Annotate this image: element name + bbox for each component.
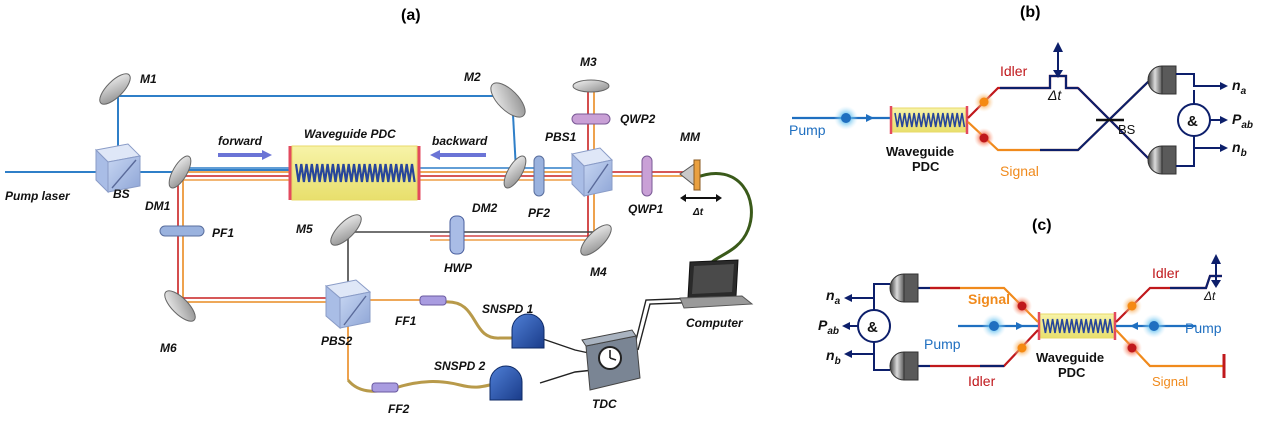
plate-qwp1	[641, 155, 653, 197]
label-waveguide-c1: Waveguide	[1036, 350, 1104, 365]
label-mm: MM	[680, 130, 701, 144]
label-pump-c-left: Pump	[924, 336, 961, 352]
plate-hwp	[449, 215, 465, 255]
delay-arrow-a	[680, 194, 722, 202]
panel-b	[792, 42, 1228, 175]
label-hwp: HWP	[444, 261, 473, 275]
computer	[679, 259, 754, 309]
mirror-mm	[679, 159, 701, 192]
label-pbs1: PBS1	[545, 130, 577, 144]
label-forward: forward	[218, 134, 263, 148]
label-ff1: FF1	[395, 314, 417, 328]
label-m1: M1	[140, 72, 157, 86]
backward-arrow	[430, 150, 486, 160]
label-pump-c-right: Pump	[1185, 320, 1222, 336]
label-pump-laser: Pump laser	[5, 189, 71, 203]
label-pump-b: Pump	[789, 122, 826, 138]
label-bs: BS	[113, 187, 130, 201]
beam-splitter-bs	[94, 143, 142, 194]
filter-pf2	[533, 155, 545, 197]
label-waveguide-a: Waveguide PDC	[304, 127, 396, 141]
label-m6: M6	[160, 341, 177, 355]
pbs1-cube	[570, 147, 614, 198]
label-idler-b: Idler	[1000, 63, 1028, 79]
waveguide-pdc-a	[288, 145, 421, 201]
label-waveguide-c2: PDC	[1058, 365, 1086, 380]
detector-snspd2	[489, 365, 523, 401]
label-backward: backward	[432, 134, 488, 148]
label-delta-t-c: Δt	[1203, 289, 1216, 303]
fiber-filter-ff2	[371, 382, 399, 393]
label-snspd2: SNSPD 2	[434, 359, 486, 373]
label-m5: M5	[296, 222, 313, 236]
label-delta-t-a: Δt	[692, 207, 704, 218]
fiber-filter-ff1	[419, 295, 447, 306]
plate-qwp2	[571, 113, 611, 125]
panel-label-b: (b)	[1020, 4, 1040, 21]
mirror-m3	[572, 79, 610, 93]
label-nb-c: nb	[826, 347, 841, 367]
mirror-m6	[164, 290, 196, 322]
label-na-b: na	[1232, 77, 1247, 97]
mirror-m4	[580, 224, 612, 256]
label-and-b: &	[1187, 113, 1198, 130]
label-dm2: DM2	[472, 201, 498, 215]
label-tdc: TDC	[592, 397, 617, 411]
label-idler-c-bottom: Idler	[968, 373, 996, 389]
mirror-m2	[490, 82, 526, 118]
forward-arrow	[218, 150, 272, 160]
label-pab-b: Pab	[1232, 111, 1253, 131]
label-signal-b: Signal	[1000, 163, 1039, 179]
label-nb-b: nb	[1232, 139, 1247, 159]
panel-label-a: (a)	[401, 7, 421, 24]
label-waveguide-b1: Waveguide	[886, 144, 954, 159]
mirror-m1	[99, 73, 131, 105]
tdc-box	[581, 329, 641, 391]
label-qwp1: QWP1	[628, 202, 664, 216]
panel-label-c: (c)	[1032, 217, 1052, 234]
label-waveguide-b2: PDC	[912, 159, 940, 174]
detector-snspd1	[511, 313, 545, 349]
label-bs-b: BS	[1118, 122, 1136, 137]
label-computer: Computer	[686, 316, 744, 330]
dichroic-dm2	[503, 155, 527, 189]
label-and-c: &	[867, 319, 878, 336]
label-dm1: DM1	[145, 199, 171, 213]
label-signal-c-top: Signal	[968, 291, 1010, 307]
label-pab-c: Pab	[818, 317, 839, 337]
label-qwp2: QWP2	[620, 112, 656, 126]
panel-a-labels: Pump laser BS DM1 DM2 M1 M2 M3 M4 M5 M6 …	[5, 55, 744, 416]
panel-b-labels: Pump Waveguide PDC Idler Signal Δt BS & …	[789, 63, 1253, 179]
label-snspd1: SNSPD 1	[482, 302, 534, 316]
label-pbs2: PBS2	[321, 334, 353, 348]
filter-pf1	[159, 225, 205, 237]
label-m4: M4	[590, 265, 607, 279]
label-m2: M2	[464, 70, 481, 84]
label-na-c: na	[826, 287, 841, 307]
label-m3: M3	[580, 55, 597, 69]
mirror-m5	[330, 214, 362, 246]
label-pf1: PF1	[212, 226, 234, 240]
label-delta-t-b: Δt	[1047, 87, 1062, 103]
panel-c	[842, 254, 1226, 381]
panel-c-labels: Pump Pump Waveguide PDC Idler Signal Idl…	[818, 265, 1222, 389]
label-idler-c-top: Idler	[1152, 265, 1180, 281]
pbs2-cube	[324, 279, 372, 330]
label-ff2: FF2	[388, 402, 410, 416]
optical-fibers	[346, 172, 753, 393]
dichroic-dm1	[168, 155, 192, 189]
label-pf2: PF2	[528, 206, 550, 220]
label-signal-c-bottom: Signal	[1152, 374, 1188, 389]
